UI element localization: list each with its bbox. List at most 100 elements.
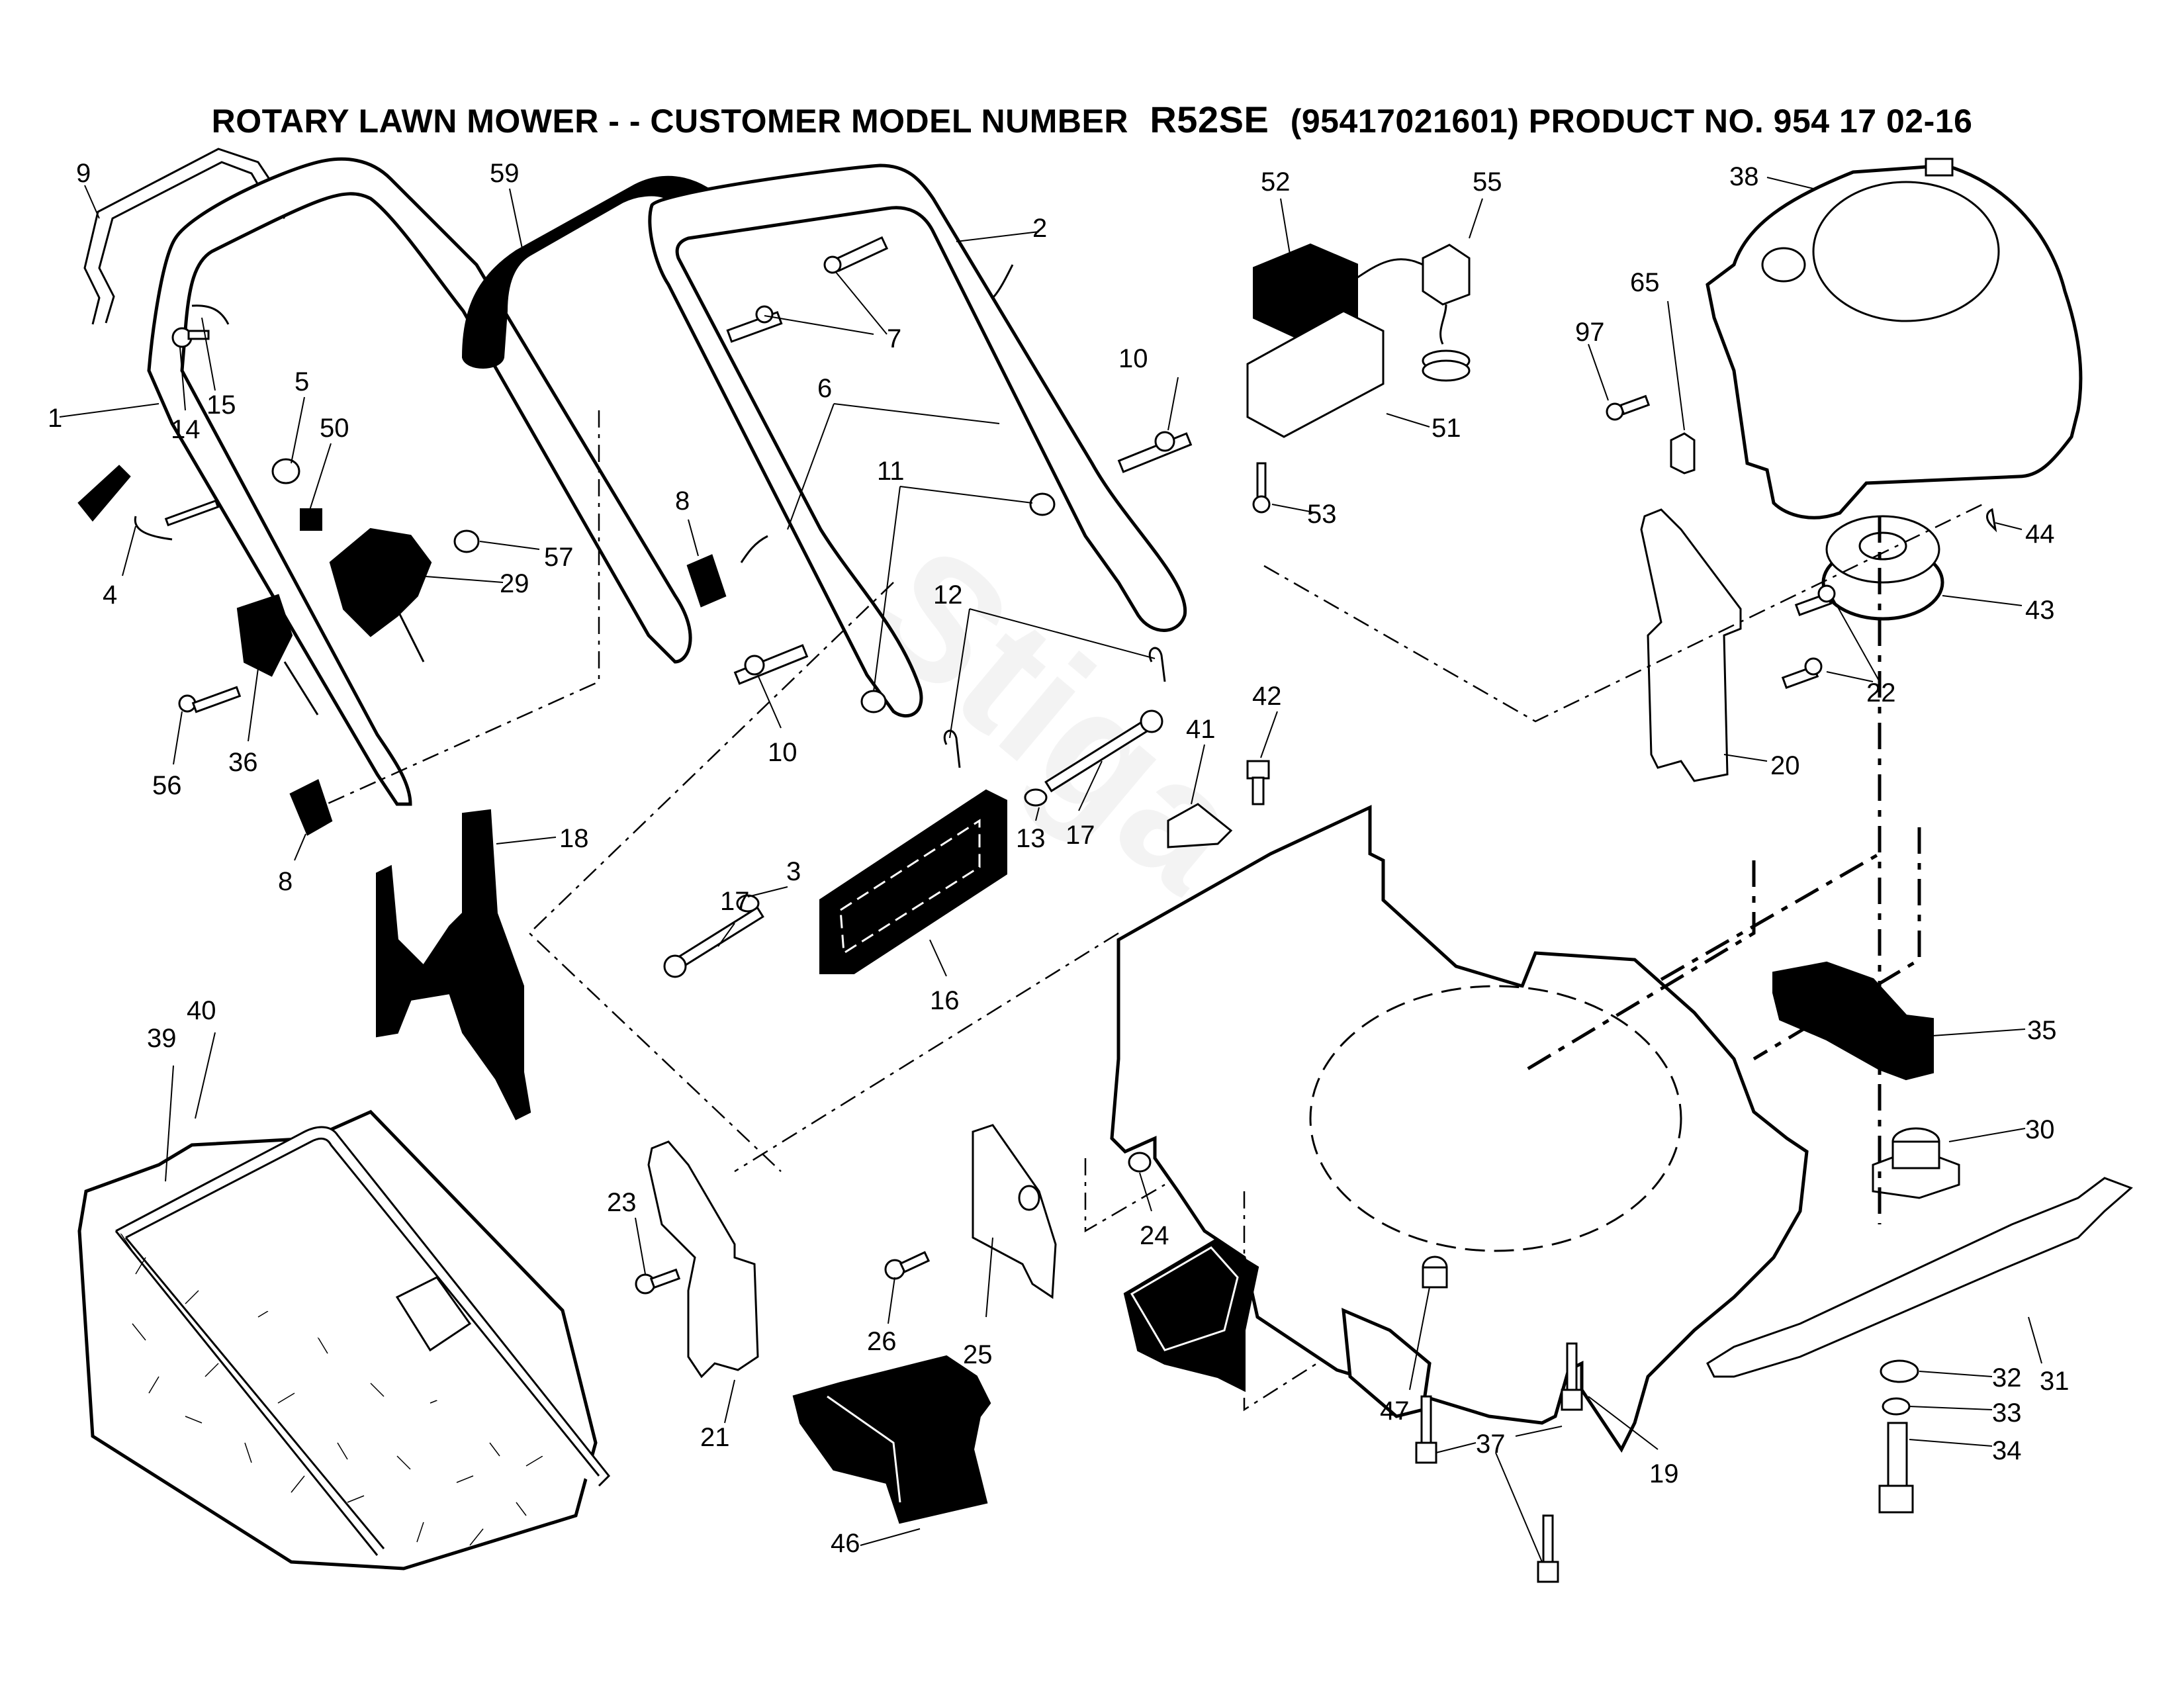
part-22-bolts	[1781, 584, 1836, 689]
callout-number: 21	[700, 1423, 730, 1452]
callout-30: 30	[1948, 1115, 2055, 1144]
part-17-bolt-lower	[663, 906, 764, 978]
callout-number: 9	[76, 159, 91, 188]
part-8-knob-upper	[686, 554, 727, 608]
callout-56: 56	[152, 711, 183, 800]
part-12-hairpin-clips	[943, 647, 1166, 768]
callout-25: 25	[963, 1237, 993, 1369]
callout-number: 59	[490, 159, 520, 188]
part-25-wheel-bracket	[972, 1124, 1057, 1299]
callout-41: 41	[1186, 715, 1216, 805]
callout-13: 13	[1016, 807, 1046, 853]
callout-14: 14	[171, 347, 201, 444]
callout-42: 42	[1252, 682, 1282, 758]
callout-number: 39	[147, 1024, 177, 1053]
callout-10-upper: 10	[1118, 344, 1179, 431]
callout-number: 47	[1380, 1396, 1410, 1426]
part-36-cable-bracket	[236, 594, 319, 715]
callout-59: 59	[490, 159, 523, 252]
callout-18: 18	[496, 824, 589, 853]
callout-number: 52	[1261, 167, 1291, 197]
callout-number: 37	[1476, 1430, 1506, 1459]
part-53-screw	[1252, 462, 1271, 514]
callout-number: 41	[1186, 715, 1216, 744]
callout-number: 23	[607, 1188, 637, 1217]
part-44-key	[1986, 508, 1997, 533]
callout-number: 8	[675, 486, 690, 516]
part-6-cable-ties	[740, 264, 1014, 563]
part-37-bolts	[1415, 1342, 1583, 1583]
callout-number: 33	[1992, 1398, 2022, 1428]
callout-38: 38	[1729, 162, 1814, 191]
callout-3: 3	[747, 857, 801, 897]
part-32-washer	[1880, 1359, 1919, 1383]
part-18-chute-deflector	[376, 809, 531, 1120]
callout-number: 22	[1866, 678, 1896, 707]
callout-number: 11	[877, 457, 905, 486]
part-50-cable-stop	[300, 508, 322, 531]
callout-35: 35	[1932, 1016, 2057, 1045]
callout-number: 18	[559, 824, 589, 853]
callout-number: 3	[786, 857, 801, 886]
part-35-blade-baffle	[1772, 961, 1934, 1081]
callout-11: 11	[873, 457, 1033, 692]
callout-number: 65	[1630, 268, 1660, 297]
callout-number: 2	[1032, 214, 1047, 243]
assembly-lines	[304, 410, 1986, 1412]
callout-37: 37	[1435, 1426, 1563, 1563]
callout-1: 1	[48, 403, 159, 433]
callout-40: 40	[187, 996, 216, 1119]
part-14-screw	[171, 327, 210, 348]
callout-16: 16	[929, 939, 960, 1015]
callout-number: 31	[2040, 1367, 2070, 1396]
part-43-pulley	[1821, 515, 1944, 621]
callout-34: 34	[1909, 1436, 2022, 1465]
callout-57: 57	[479, 541, 574, 572]
callout-number: 42	[1252, 682, 1282, 711]
callout-39: 39	[147, 1024, 177, 1182]
part-26-bolt	[884, 1251, 931, 1280]
callout-65: 65	[1630, 268, 1685, 431]
part-40-bag-frame	[114, 1126, 611, 1556]
part-13-spring	[1024, 788, 1048, 807]
title-prefix: ROTARY LAWN MOWER - - CUSTOMER MODEL NUM…	[211, 103, 1128, 140]
callout-43: 43	[1942, 595, 2055, 625]
part-17-bolt-upper	[1044, 709, 1163, 793]
part-47-nut	[1422, 1255, 1448, 1289]
callout-number: 34	[1992, 1436, 2022, 1465]
callout-26: 26	[867, 1277, 897, 1356]
callout-number: 55	[1473, 167, 1502, 197]
callout-53: 53	[1271, 500, 1337, 529]
part-38-engine	[1706, 158, 2083, 520]
callout-number: 25	[963, 1340, 993, 1369]
part-15-clip	[191, 304, 230, 325]
callout-number: 45	[1197, 1300, 1226, 1330]
callout-number: 20	[1770, 751, 1800, 780]
callout-52: 52	[1261, 167, 1291, 259]
callout-20: 20	[1723, 751, 1800, 780]
part-7-carriage-bolts	[726, 236, 889, 343]
part-51-battery-tray	[1246, 310, 1385, 438]
callout-46: 46	[831, 1528, 921, 1558]
part-29-blade-control	[329, 527, 432, 662]
callout-number: 56	[152, 771, 182, 800]
callout-number: 24	[1140, 1221, 1169, 1250]
diagram-title: ROTARY LAWN MOWER - - CUSTOMER MODEL NUM…	[0, 98, 2184, 141]
part-19-mower-deck	[1110, 805, 1809, 1453]
callout-31: 31	[2028, 1316, 2070, 1396]
callout-number: 14	[171, 415, 201, 444]
callout-44: 44	[1995, 520, 2055, 549]
callout-23: 23	[607, 1188, 646, 1275]
callout-32: 32	[1919, 1363, 2022, 1392]
part-16-rear-flap	[819, 789, 1007, 974]
callout-4: 4	[103, 525, 136, 610]
callout-2: 2	[956, 214, 1047, 243]
callout-29: 29	[416, 569, 529, 598]
part-55-charger	[1356, 244, 1471, 382]
callout-number: 32	[1992, 1363, 2022, 1392]
callout-6: 6	[787, 374, 1000, 530]
callout-number: 4	[103, 580, 117, 610]
callout-number: 13	[1016, 824, 1046, 853]
part-2-lower-handle	[648, 163, 1187, 718]
part-21-height-adjuster-front	[647, 1140, 759, 1379]
